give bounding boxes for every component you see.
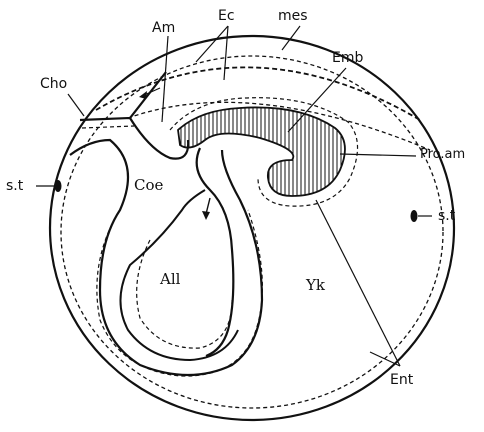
- label-all: All: [159, 270, 181, 288]
- leader-ent-b: [370, 352, 400, 366]
- label-am: Am: [152, 20, 175, 36]
- label-ec: Ec: [218, 8, 235, 24]
- allantois-dashed-inner: [137, 240, 232, 348]
- leader-pro-am: [340, 154, 416, 156]
- leader-cho: [68, 94, 84, 116]
- label-emb: Emb: [332, 50, 363, 66]
- leader-ent-a: [316, 200, 400, 366]
- leader-ec-a: [196, 26, 228, 62]
- leader-ec-b: [224, 26, 228, 80]
- allantois-stalk: [197, 148, 234, 356]
- label-coe: Coe: [134, 176, 164, 194]
- sinus-terminalis-right: [411, 210, 418, 222]
- label-ent: Ent: [390, 372, 414, 388]
- label-st-right: s.t: [438, 208, 456, 224]
- flow-arrowhead: [202, 211, 210, 220]
- label-yk: Yk: [305, 276, 326, 294]
- leader-am: [162, 36, 168, 122]
- ectoderm-arrowhead: [139, 91, 147, 99]
- label-mes: mes: [278, 8, 308, 24]
- label-st-left: s.t: [6, 178, 24, 194]
- sinus-terminalis-left: [55, 180, 62, 192]
- label-pro-am: Pro.am: [420, 147, 465, 162]
- label-cho: Cho: [40, 76, 67, 92]
- chorion-dashed: [82, 126, 134, 128]
